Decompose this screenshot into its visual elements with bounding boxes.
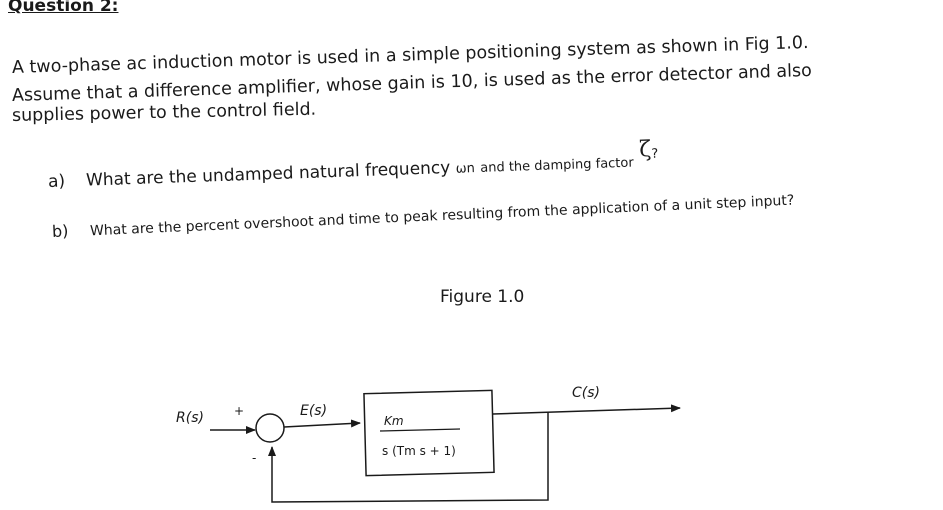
summing-junction <box>255 413 285 443</box>
plus-sign: + <box>234 404 244 418</box>
minus-sign: - <box>252 451 256 465</box>
error-signal-line <box>283 419 361 428</box>
tf-numerator: Km <box>384 414 404 428</box>
figure-caption: Figure 1.0 <box>440 287 525 307</box>
input-label: R(s) <box>176 410 204 426</box>
tf-fraction-bar <box>379 428 461 432</box>
output-label: C(s) <box>572 385 600 401</box>
transfer-function-block <box>363 389 495 477</box>
output-signal-line <box>492 404 681 415</box>
tf-denominator: s (Tm s + 1) <box>382 444 456 458</box>
error-label: E(s) <box>300 403 327 419</box>
question-heading: Question 2: <box>8 0 119 16</box>
feedback-path <box>268 412 549 503</box>
